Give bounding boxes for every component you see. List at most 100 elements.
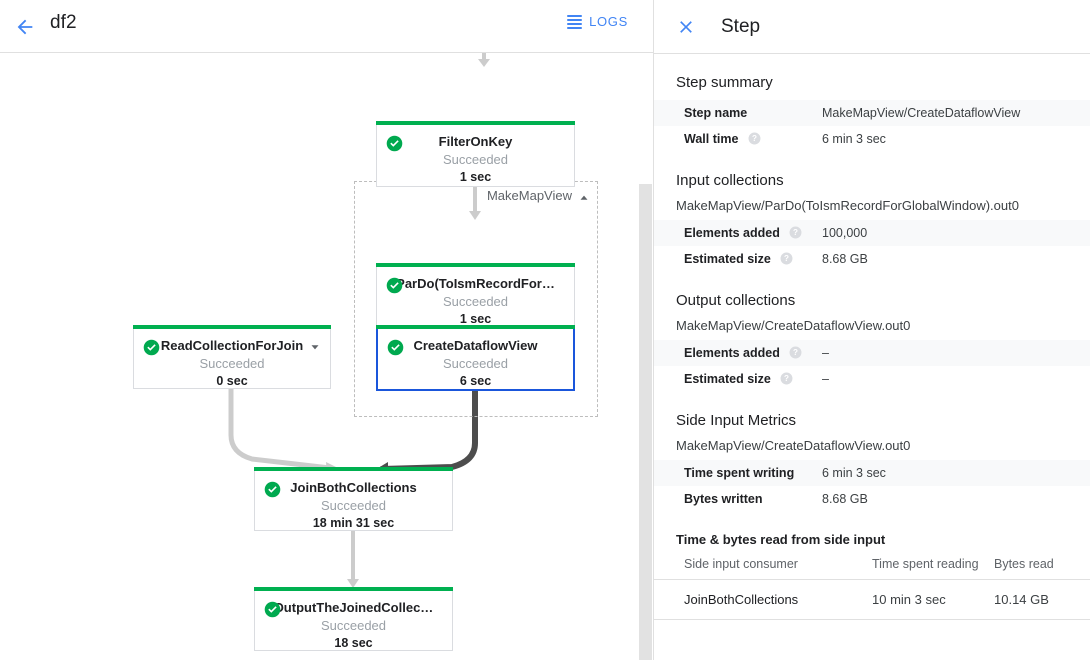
check-circle-icon (264, 601, 281, 618)
job-graph-pane: df2 LOGS (0, 0, 653, 660)
graph-node-joinbothcollections[interactable]: JoinBothCollections Succeeded 18 min 31 … (254, 467, 453, 531)
logs-button-label: LOGS (589, 14, 628, 29)
subgraph-group-label: MakeMapView (486, 188, 572, 203)
row-value: 6 min 3 sec (822, 466, 886, 480)
step-panel-body: Step summary Step name MakeMapView/Creat… (654, 54, 1090, 620)
graph-node-pardo-toismrecord[interactable]: ParDo(ToIsmRecordFor… Succeeded 1 sec (376, 263, 575, 329)
step-summary-heading: Step summary (676, 74, 773, 91)
input-collections-heading: Input collections (676, 172, 784, 189)
cell-bytes-read: 10.14 GB (994, 579, 1090, 620)
row-key: Estimated size ? (654, 246, 822, 272)
node-status-bar (376, 325, 575, 329)
node-status-text: Succeeded (442, 294, 509, 309)
graph-canvas[interactable]: MakeMapView FilterOnKey Succeeded (0, 53, 653, 660)
row-value: 6 min 3 sec (822, 132, 886, 146)
row-key-label: Estimated size (684, 252, 771, 266)
node-status-text: Succeeded (442, 152, 509, 167)
graph-node-outputthejoinedcollection[interactable]: OutputTheJoinedCollec… Succeeded 18 sec (254, 587, 453, 651)
row-value: 8.68 GB (822, 492, 868, 506)
top-app-bar: df2 LOGS (0, 0, 653, 53)
row-key-label: Wall time (684, 132, 739, 146)
list-lines-icon (567, 14, 583, 29)
step-panel-header: Step (654, 0, 1090, 54)
check-circle-icon (143, 339, 160, 356)
svg-text:?: ? (793, 348, 798, 357)
side-input-read-table: Side input consumer Time spent reading B… (654, 553, 1090, 620)
row-value: MakeMapView/CreateDataflowView (822, 106, 1021, 120)
node-duration: 1 sec (459, 312, 492, 326)
node-duration: 6 sec (459, 374, 492, 388)
scrollbar-thumb[interactable] (639, 184, 652, 660)
row-value: 100,000 (822, 226, 868, 240)
table-row: JoinBothCollections 10 min 3 sec 10.14 G… (654, 579, 1090, 620)
side-input-metrics-heading: Side Input Metrics (676, 412, 797, 429)
row-key: Step name (654, 100, 822, 126)
graph-vertical-scrollbar[interactable] (639, 53, 652, 660)
chevron-down-icon[interactable] (308, 340, 322, 354)
table-header-row: Side input consumer Time spent reading B… (654, 553, 1090, 580)
check-circle-icon (264, 481, 281, 498)
input-collections-table: Elements added ? 100,000 Estimated size (654, 220, 1090, 272)
node-title: JoinBothCollections (290, 480, 417, 495)
row-key-label: Estimated size (684, 372, 771, 386)
cell-time-spent-reading: 10 min 3 sec (872, 579, 994, 620)
column-header-time-spent-reading: Time spent reading (872, 553, 994, 580)
node-title: CreateDataflowView (413, 338, 538, 353)
node-title: FilterOnKey (438, 134, 513, 149)
row-key-label: Elements added (684, 346, 780, 360)
table-row: Bytes written 8.68 GB (654, 486, 1090, 512)
node-status-bar (254, 467, 453, 471)
help-icon[interactable]: ? (780, 252, 793, 265)
arrow-left-icon[interactable] (10, 12, 40, 42)
node-duration: 18 min 31 sec (312, 516, 395, 530)
step-details-panel: Step Step summary Step name MakeMapView/… (653, 0, 1090, 660)
svg-text:?: ? (752, 134, 757, 143)
row-key: Elements added ? (654, 220, 822, 246)
chevron-up-icon[interactable] (577, 191, 591, 205)
node-title: OutputTheJoinedCollec… (273, 600, 434, 615)
node-status-bar (133, 325, 331, 329)
help-icon[interactable]: ? (748, 132, 761, 145)
help-icon[interactable]: ? (789, 226, 802, 239)
row-key-label: Elements added (684, 226, 780, 240)
table-row: Estimated size ? – (654, 366, 1090, 392)
table-row: Wall time ? 6 min 3 sec (654, 126, 1090, 152)
node-status-text: Succeeded (199, 356, 265, 371)
logs-button[interactable]: LOGS (567, 14, 628, 29)
node-status-bar (376, 263, 575, 267)
input-collection-name: MakeMapView/ParDo(ToIsmRecordForGlobalWi… (676, 198, 1019, 213)
output-collections-heading: Output collections (676, 292, 796, 309)
row-value: – (822, 372, 829, 386)
graph-node-createdataflowview[interactable]: CreateDataflowView Succeeded 6 sec (376, 325, 575, 391)
node-title: ParDo(ToIsmRecordFor… (396, 276, 555, 291)
help-icon[interactable]: ? (780, 372, 793, 385)
close-icon[interactable] (674, 15, 698, 39)
output-collections-table: Elements added ? – Estimated size (654, 340, 1090, 392)
column-header-side-input-consumer: Side input consumer (654, 553, 872, 580)
node-status-text: Succeeded (442, 356, 509, 371)
side-input-metrics-table: Time spent writing 6 min 3 sec Bytes wri… (654, 460, 1090, 512)
svg-text:?: ? (793, 228, 798, 237)
row-key: Wall time ? (654, 126, 822, 152)
table-row: Time spent writing 6 min 3 sec (654, 460, 1090, 486)
help-icon[interactable]: ? (789, 346, 802, 359)
column-header-bytes-read: Bytes read (994, 553, 1090, 580)
output-collection-name: MakeMapView/CreateDataflowView.out0 (676, 318, 911, 333)
node-duration: 18 sec (334, 636, 373, 650)
table-row: Elements added ? – (654, 340, 1090, 366)
row-key: Estimated size ? (654, 366, 822, 392)
svg-text:?: ? (784, 254, 789, 263)
table-row: Step name MakeMapView/CreateDataflowView (654, 100, 1090, 126)
check-circle-icon (386, 135, 403, 152)
cell-side-input-consumer: JoinBothCollections (654, 579, 872, 620)
step-summary-table: Step name MakeMapView/CreateDataflowView… (654, 100, 1090, 152)
graph-node-filteronkey[interactable]: FilterOnKey Succeeded 1 sec (376, 121, 575, 187)
table-row: Elements added ? 100,000 (654, 220, 1090, 246)
graph-node-readcollectionforjoin[interactable]: ReadCollectionForJoin Succeeded 0 sec (133, 325, 331, 389)
row-value: 8.68 GB (822, 252, 868, 266)
row-value: – (822, 346, 829, 360)
check-circle-icon (387, 339, 404, 356)
node-status-text: Succeeded (320, 498, 387, 513)
node-status-bar (254, 587, 453, 591)
